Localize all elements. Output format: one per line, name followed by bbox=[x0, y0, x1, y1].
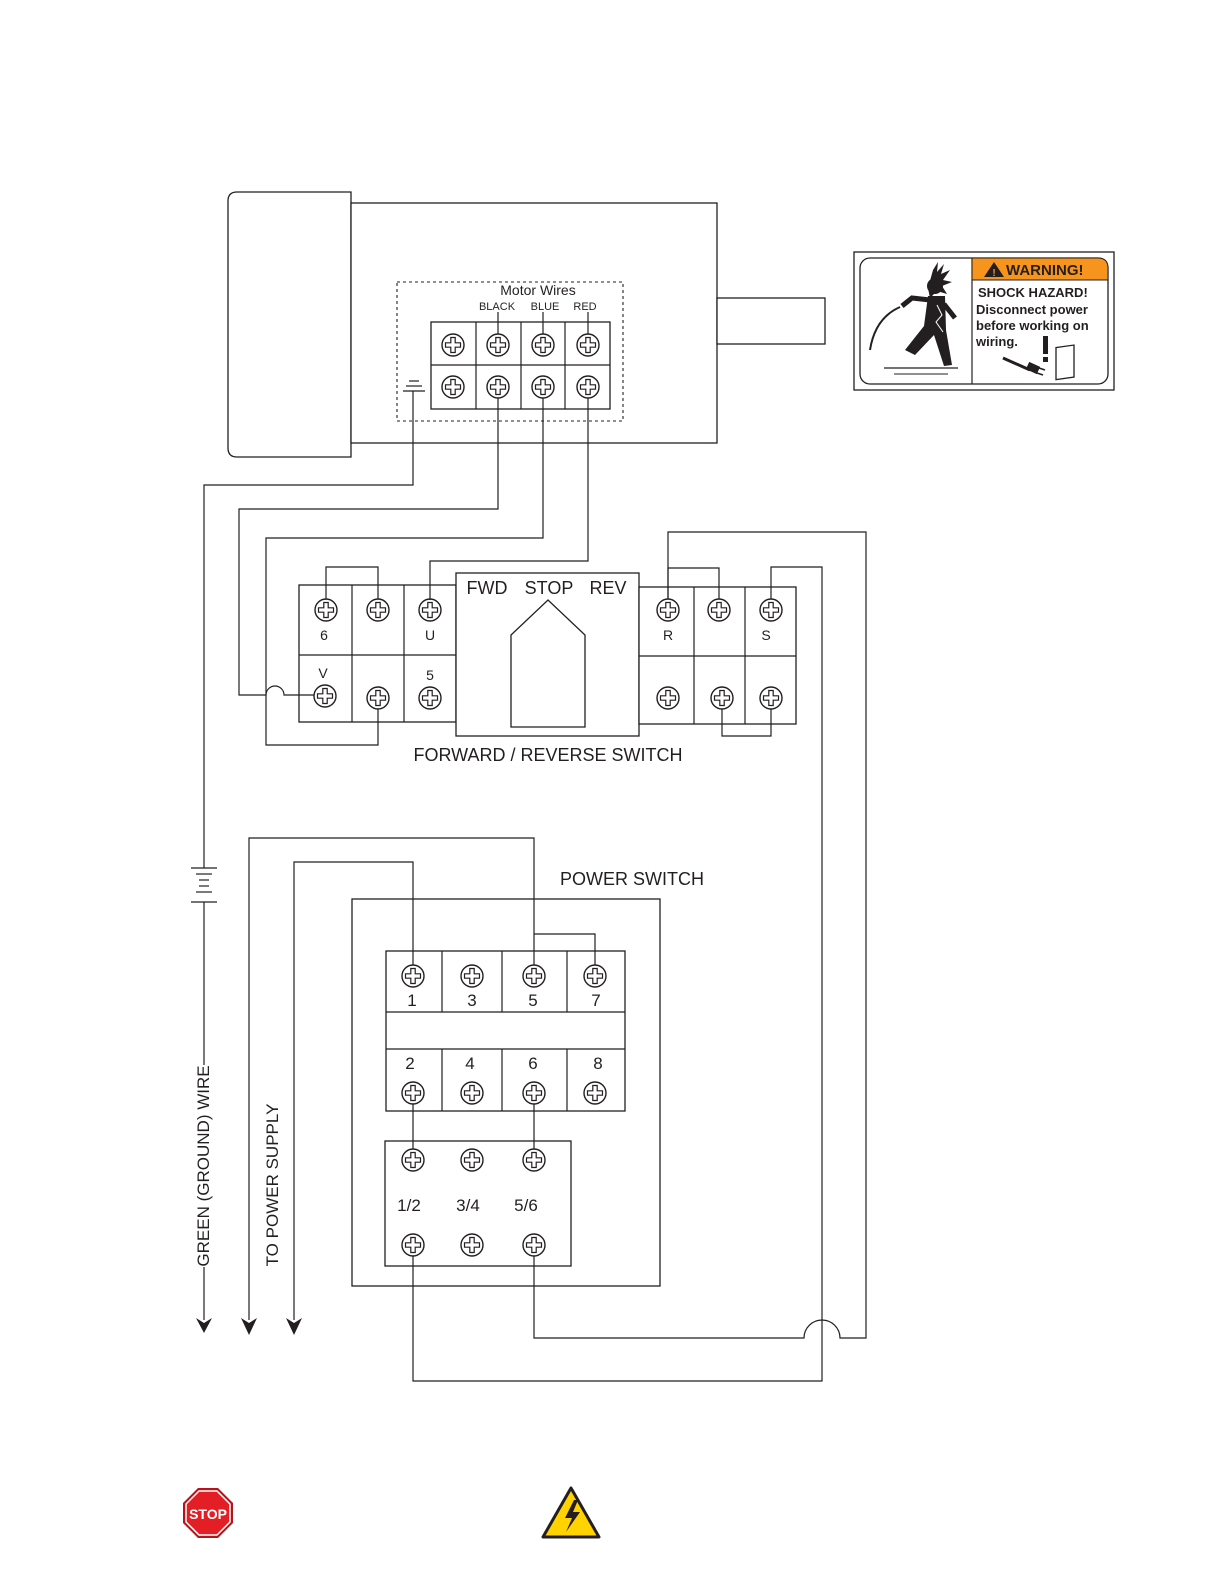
motor-wire-blue-label: BLUE bbox=[531, 301, 560, 313]
warning-header: WARNING! bbox=[1006, 262, 1084, 279]
ground-arrow-icon bbox=[196, 1318, 212, 1333]
ps-label-1-2: 1/2 bbox=[397, 1196, 421, 1215]
terminal-label-6: 6 bbox=[320, 627, 328, 643]
terminal-label-r: R bbox=[663, 627, 673, 643]
svg-text:!: ! bbox=[992, 268, 995, 279]
ps-terminal-3: 3 bbox=[467, 991, 476, 1010]
warning-line1: SHOCK HAZARD! bbox=[978, 285, 1088, 300]
warning-line2: Disconnect power bbox=[976, 302, 1088, 317]
supply-arrow-2-icon bbox=[286, 1318, 302, 1335]
stop-sign-icon: STOP bbox=[183, 1488, 233, 1538]
ground-wire-label: GREEN (GROUND) WIRE bbox=[194, 1065, 213, 1266]
ps-terminal-1: 1 bbox=[407, 991, 416, 1010]
stop-sign-text: STOP bbox=[189, 1506, 227, 1522]
ground-lead-symbol bbox=[191, 868, 217, 902]
ps-terminal-5: 5 bbox=[528, 991, 537, 1010]
ps-terminal-8: 8 bbox=[593, 1054, 602, 1073]
warning-line3: before working on bbox=[976, 318, 1089, 333]
switch-pos-fwd: FWD bbox=[467, 578, 508, 598]
switch-pos-stop: STOP bbox=[525, 578, 574, 598]
ps-terminal-6: 6 bbox=[528, 1054, 537, 1073]
switch-pos-rev: REV bbox=[589, 578, 626, 598]
motor: Motor Wires BLACK BLUE RED bbox=[228, 192, 825, 457]
power-switch: POWER SWITCH 1 3 5 7 2 4 6 8 1/2 3/4 5/6 bbox=[352, 869, 704, 1286]
lead-arrows bbox=[196, 1318, 302, 1335]
terminal-label-u: U bbox=[425, 627, 435, 643]
warning-label: ! WARNING! SHOCK HAZARD! Disconnect powe… bbox=[854, 252, 1114, 390]
electrical-hazard-icon bbox=[543, 1488, 599, 1537]
power-supply-label: TO POWER SUPPLY bbox=[263, 1104, 282, 1267]
outlet-icon bbox=[1056, 345, 1074, 380]
terminal-label-s: S bbox=[761, 627, 770, 643]
supply-arrow-1-icon bbox=[241, 1318, 257, 1335]
motor-wire-red-label: RED bbox=[573, 301, 596, 313]
ps-terminal-7: 7 bbox=[591, 991, 600, 1010]
motor-wire-black-label: BLACK bbox=[479, 301, 516, 313]
terminal-label-5: 5 bbox=[426, 667, 434, 683]
terminal-label-v: V bbox=[318, 665, 328, 681]
warning-line4: wiring. bbox=[975, 334, 1018, 349]
exclamation-icon bbox=[1043, 336, 1048, 362]
ps-label-3-4: 3/4 bbox=[456, 1196, 480, 1215]
ps-terminal-2: 2 bbox=[405, 1054, 414, 1073]
motor-wires-title: Motor Wires bbox=[500, 282, 575, 298]
ps-label-5-6: 5/6 bbox=[514, 1196, 538, 1215]
power-switch-title: POWER SWITCH bbox=[560, 869, 704, 889]
ps-terminal-4: 4 bbox=[465, 1054, 474, 1073]
fr-switch-title: FORWARD / REVERSE SWITCH bbox=[413, 745, 682, 765]
